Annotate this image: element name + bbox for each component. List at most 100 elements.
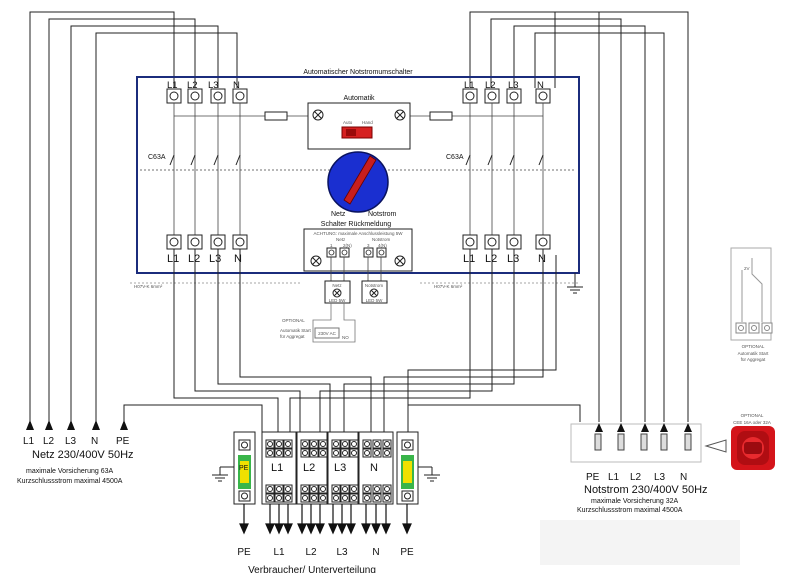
terminal-screw bbox=[349, 484, 359, 494]
terminal-screw-head bbox=[285, 450, 291, 456]
netz-short: Kurzschlussstrom maximal 4500A bbox=[17, 478, 123, 485]
terminal-screw bbox=[274, 448, 284, 458]
distribution-caption: Verbraucher/ Unterverteilung bbox=[248, 565, 376, 573]
terminal-screw-head bbox=[333, 486, 339, 492]
feedback-notstrom: Notstrom bbox=[372, 237, 391, 242]
netz-arrows bbox=[26, 420, 128, 430]
terminal-screw-head bbox=[311, 486, 317, 492]
terminal-screw bbox=[300, 439, 310, 449]
terminal-screw-head bbox=[333, 450, 339, 456]
feedback-num: 3 bbox=[367, 243, 370, 248]
terminal-screw bbox=[318, 484, 328, 494]
terminal-screw-head bbox=[267, 450, 273, 456]
fuse-label-right: C63A bbox=[446, 154, 464, 161]
terminal-screw bbox=[372, 493, 382, 503]
terminal-screw-head bbox=[267, 495, 273, 501]
terminal-screw-head bbox=[374, 450, 380, 456]
terminal-screw-head bbox=[320, 441, 326, 447]
terminal-screw-head bbox=[276, 450, 282, 456]
terminal-screw bbox=[274, 484, 284, 494]
netz-terminal: L3 bbox=[65, 436, 77, 447]
auto-hand-button[interactable] bbox=[341, 126, 373, 139]
notstrom-short: Kurzschlussstrom maximal 4500A bbox=[577, 507, 683, 514]
terminal-screw bbox=[362, 484, 372, 494]
bottom-left-terminal-label: L1 bbox=[167, 253, 179, 265]
top-right-terminal-label: L2 bbox=[485, 80, 496, 91]
knob-label-netz: Netz bbox=[331, 211, 346, 218]
cee-plug-icon bbox=[731, 426, 775, 470]
feedback-num: 1 bbox=[330, 243, 333, 248]
terminal-screw-head bbox=[384, 486, 390, 492]
terminal-screw-head bbox=[311, 450, 317, 456]
terminal-screw bbox=[300, 493, 310, 503]
terminal-screw bbox=[331, 493, 341, 503]
terminal-screw bbox=[318, 448, 328, 458]
terminal-screw bbox=[283, 484, 293, 494]
bottom-left-terminal-label: N bbox=[234, 253, 242, 265]
top-left-terminal-label: L2 bbox=[187, 80, 198, 91]
terminal-screw bbox=[166, 88, 182, 104]
terminal-screw-head bbox=[342, 450, 348, 456]
terminal-screw-head bbox=[364, 495, 370, 501]
feedback-netz: Netz bbox=[336, 237, 346, 242]
ground-icon bbox=[567, 273, 583, 294]
notstrom-terminal-pins bbox=[594, 433, 692, 451]
bottom-right-terminal-label: L2 bbox=[485, 253, 497, 265]
terminal-screw-head bbox=[351, 495, 357, 501]
group-label: L3 bbox=[334, 462, 346, 474]
terminal-screw bbox=[274, 439, 284, 449]
rotary-knob[interactable] bbox=[327, 151, 389, 213]
feedback-num: 4(N) bbox=[378, 243, 387, 248]
automatik-label: Automatik bbox=[343, 95, 375, 102]
terminal-screw-head bbox=[320, 495, 326, 501]
terminal-screw bbox=[283, 448, 293, 458]
terminal-screw bbox=[309, 448, 319, 458]
terminal-screw bbox=[309, 439, 319, 449]
feedback-lamp-right-icon bbox=[394, 255, 406, 267]
notstrom-terminal: PE bbox=[586, 472, 600, 483]
knob-label-notstrom: Notstrom bbox=[368, 211, 397, 218]
top-right-terminal-label: L3 bbox=[508, 80, 519, 91]
terminal-screw bbox=[340, 448, 350, 458]
terminal-screw-head bbox=[311, 495, 317, 501]
terminal-screw-head bbox=[374, 486, 380, 492]
optional-start-pin: NO bbox=[342, 335, 349, 340]
output-label: N bbox=[372, 547, 379, 558]
cee-title: OPTIONAL bbox=[741, 413, 764, 418]
terminal-screw bbox=[265, 493, 275, 503]
cee-sub: CEE 16A oder 32A bbox=[733, 420, 771, 425]
lamp-sub: LED 5W bbox=[329, 298, 347, 303]
terminal-screw bbox=[382, 448, 392, 458]
terminal-screws bbox=[265, 439, 392, 503]
terminal-screw-head bbox=[342, 486, 348, 492]
terminal-screw bbox=[349, 448, 359, 458]
terminal-screw-head bbox=[267, 486, 273, 492]
feedback-lamp-left-icon bbox=[310, 255, 322, 267]
terminal-screw-head bbox=[285, 495, 291, 501]
plug-connector-icon bbox=[704, 439, 727, 453]
output-label: PE bbox=[400, 547, 414, 558]
feedback-num: 2(N) bbox=[343, 243, 352, 248]
terminal-screw bbox=[331, 439, 341, 449]
terminal-screw-head bbox=[333, 495, 339, 501]
terminal-screw bbox=[309, 493, 319, 503]
terminal-screw bbox=[362, 448, 372, 458]
terminal-screw bbox=[265, 448, 275, 458]
fuse-label-left: C63A bbox=[148, 154, 166, 161]
terminal-screw-head bbox=[333, 441, 339, 447]
group-label: L1 bbox=[271, 462, 283, 474]
terminal-screw-head bbox=[384, 450, 390, 456]
terminal-screw-head bbox=[364, 450, 370, 456]
terminal-screw bbox=[300, 448, 310, 458]
netz-terminal: PE bbox=[116, 436, 130, 447]
output-label: L3 bbox=[336, 547, 348, 558]
terminal-screw bbox=[362, 439, 372, 449]
terminal-screw bbox=[265, 439, 275, 449]
ground-right-icon bbox=[418, 466, 440, 482]
output-label: L2 bbox=[305, 547, 317, 558]
output-label: PE bbox=[237, 547, 251, 558]
switch-frame bbox=[136, 76, 580, 274]
automatik-lamp-left-icon bbox=[312, 109, 324, 121]
cable-label-left: H07V-K 6mm² bbox=[134, 284, 163, 289]
